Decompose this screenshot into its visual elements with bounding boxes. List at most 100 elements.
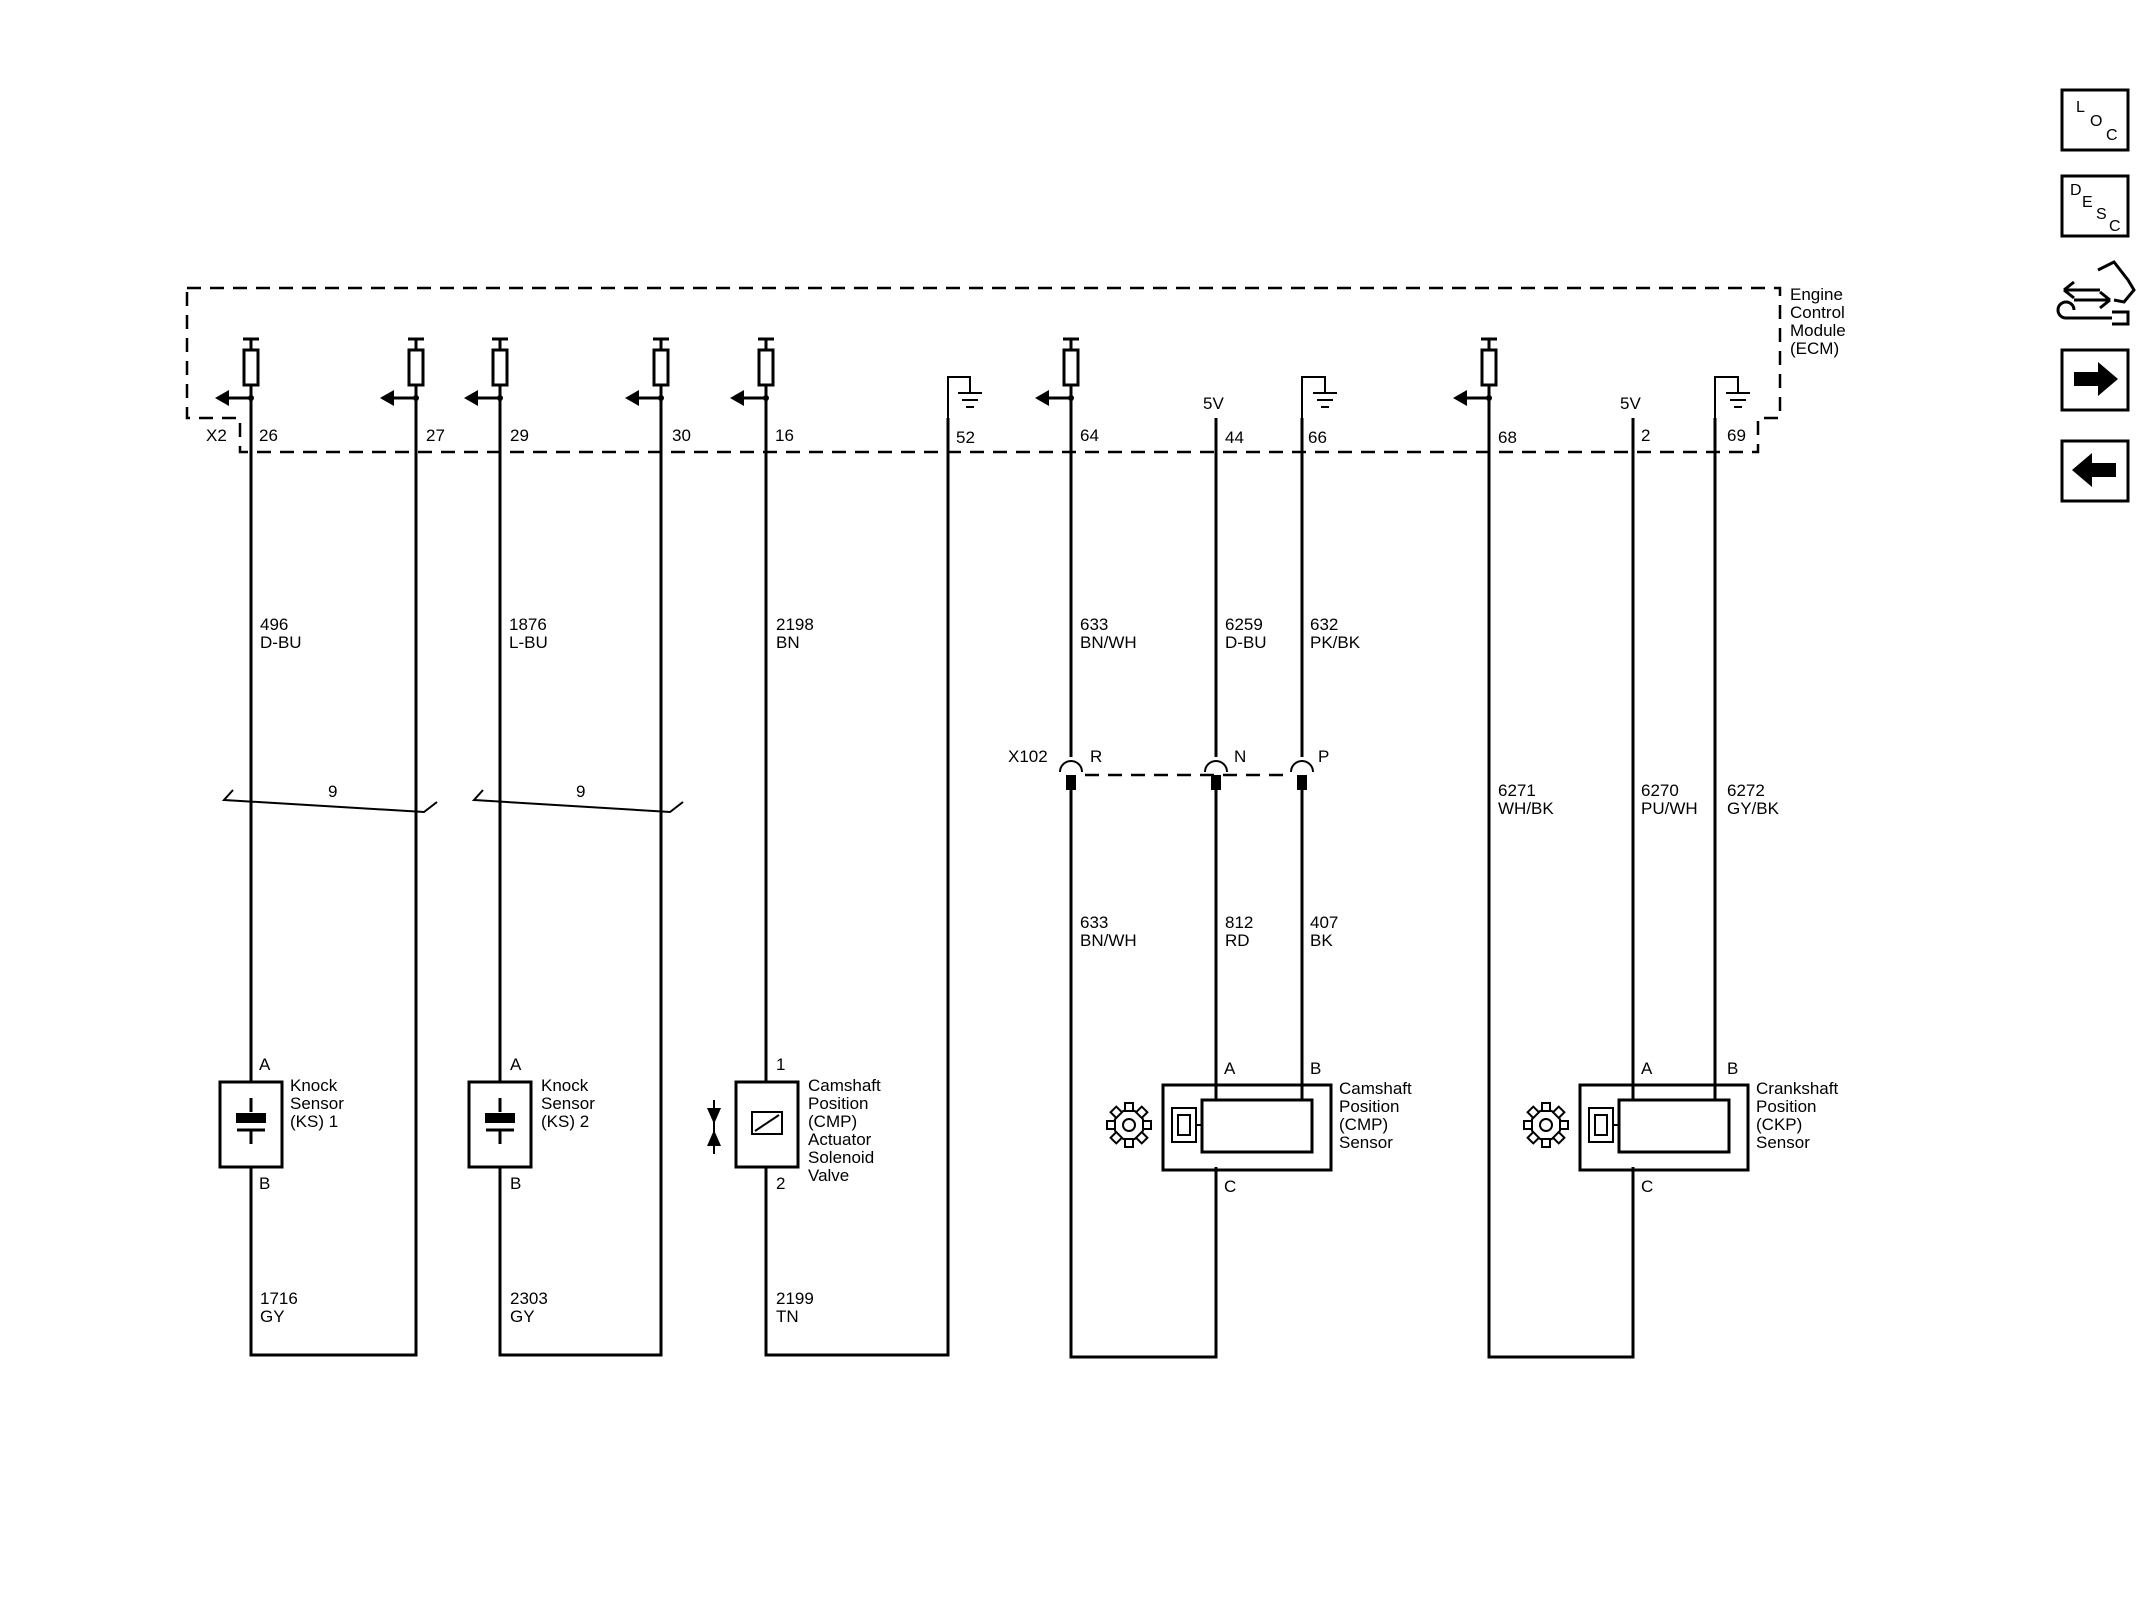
knock-sensor-1-label-2: Sensor bbox=[290, 1094, 344, 1113]
loc-letter-2: O bbox=[2090, 113, 2102, 130]
cmp-sensor-body bbox=[1161, 1083, 1333, 1172]
ckp-sensor-body bbox=[1578, 1083, 1750, 1172]
desc-letter-2: E bbox=[2082, 194, 2093, 211]
pullup-resistor-icon bbox=[730, 337, 775, 406]
gear-tooth bbox=[1551, 1130, 1566, 1145]
wire-44-top-circuit: 6259 bbox=[1225, 615, 1263, 634]
wire-2-color: PU/WH bbox=[1641, 799, 1698, 818]
wire-69-color: GY/BK bbox=[1727, 799, 1780, 818]
desc-letter-4: C bbox=[2109, 218, 2121, 235]
terminal-52: 52 bbox=[956, 428, 975, 447]
ckp-sensor-label-2: Position bbox=[1756, 1097, 1816, 1116]
twisted-pair-2 bbox=[471, 789, 684, 814]
twisted-pair-1-label: 9 bbox=[328, 782, 337, 801]
description-button[interactable]: D E S C bbox=[2060, 174, 2130, 238]
wire-64-top-color: BN/WH bbox=[1080, 633, 1137, 652]
cmp-sensor-pin-c: C bbox=[1224, 1177, 1236, 1196]
wire-69-circuit: 6272 bbox=[1727, 781, 1765, 800]
desc-letter-1: D bbox=[2070, 182, 2082, 199]
cmp-sensor-label-2: Position bbox=[1339, 1097, 1399, 1116]
cmp-actuator-pin-2: 2 bbox=[776, 1174, 785, 1193]
cmp-actuator-label-1: Camshaft bbox=[808, 1076, 881, 1095]
knock-sensor-1-body bbox=[218, 1080, 284, 1169]
cmp-sensor-label-1: Camshaft bbox=[1339, 1079, 1412, 1098]
ckp-sensor-pin-a: A bbox=[1641, 1059, 1653, 1078]
cmp-actuator-pin-1: 1 bbox=[776, 1055, 785, 1074]
arrow-right-icon bbox=[2074, 362, 2118, 396]
gear-tooth bbox=[1526, 1105, 1541, 1120]
wire-68-circuit: 6271 bbox=[1498, 781, 1536, 800]
wire-44-bottom-circuit: 812 bbox=[1225, 913, 1253, 932]
x102-pin-n: N bbox=[1234, 747, 1246, 766]
cmp-actuator-label-3: (CMP) bbox=[808, 1112, 857, 1131]
gear-tooth bbox=[1541, 1138, 1551, 1148]
twisted-pair-1 bbox=[221, 789, 438, 814]
cmp-sensor-label-4: Sensor bbox=[1339, 1133, 1393, 1152]
wire-27 bbox=[249, 398, 418, 1357]
gear-icon bbox=[1523, 1102, 1569, 1148]
x102-label: X102 bbox=[1008, 747, 1048, 766]
location-button[interactable]: L O C bbox=[2060, 88, 2130, 152]
cmp-actuator-label-2: Position bbox=[808, 1094, 868, 1113]
connector-wrench-icon bbox=[2056, 260, 2136, 326]
terminal-2: 2 bbox=[1641, 426, 1650, 445]
wire-66-top-circuit: 632 bbox=[1310, 615, 1338, 634]
terminal-29: 29 bbox=[510, 426, 529, 445]
x102-connector-icon bbox=[1059, 760, 1314, 790]
ecm-label-line-4: (ECM) bbox=[1790, 339, 1839, 358]
knock-sensor-2-label-1: Knock bbox=[541, 1076, 589, 1095]
gear-tooth bbox=[1541, 1102, 1551, 1112]
ckp-sensor-element bbox=[1617, 1098, 1731, 1154]
cmp-sensor-magnet-icon bbox=[1171, 1107, 1202, 1143]
pullup-resistor-icon bbox=[380, 337, 425, 406]
wire-64-bottom-color: BN/WH bbox=[1080, 931, 1137, 950]
cmp-actuator-label-5: Solenoid bbox=[808, 1148, 874, 1167]
gear-tooth bbox=[1124, 1102, 1134, 1112]
wire-68-color: WH/BK bbox=[1498, 799, 1554, 818]
ecm-label-line-3: Module bbox=[1790, 321, 1846, 340]
connector-name: X2 bbox=[206, 426, 227, 445]
knock-sensor-2-pin-b: B bbox=[510, 1174, 521, 1193]
knock-sensor-1-icon bbox=[236, 1098, 266, 1144]
gear-tooth bbox=[1559, 1120, 1569, 1130]
knock-sensor-1-pin-a: A bbox=[259, 1055, 271, 1074]
terminal-66: 66 bbox=[1308, 428, 1327, 447]
ckp-sensor-magnet-icon bbox=[1588, 1107, 1619, 1143]
cmp-actuator-label-6: Valve bbox=[808, 1166, 849, 1185]
gear-tooth bbox=[1551, 1105, 1566, 1120]
wire-16-circuit: 2198 bbox=[776, 615, 814, 634]
previous-button[interactable] bbox=[2060, 439, 2130, 503]
wire-2-circuit: 6270 bbox=[1641, 781, 1679, 800]
wire-64-bottom-circuit: 633 bbox=[1080, 913, 1108, 932]
pullup-resistor-icon bbox=[625, 337, 670, 406]
cmp-actuator-label-4: Actuator bbox=[808, 1130, 872, 1149]
wire-26-color: D-BU bbox=[260, 633, 302, 652]
loc-letter-1: L bbox=[2076, 99, 2085, 116]
x102-pin-r: R bbox=[1090, 747, 1102, 766]
gear-tooth bbox=[1523, 1120, 1533, 1130]
ecm-label: Engine Control Module (ECM) bbox=[1790, 285, 1846, 358]
wire-64-bottom bbox=[1069, 790, 1218, 1359]
knock-sensor-2-label-3: (KS) 2 bbox=[541, 1112, 589, 1131]
ckp-sensor-pin-b: B bbox=[1727, 1059, 1738, 1078]
cmp-sensor-label-3: (CMP) bbox=[1339, 1115, 1388, 1134]
gear-tooth bbox=[1134, 1130, 1149, 1145]
ground-icon-52 bbox=[947, 376, 982, 418]
ks1-bottom-circuit: 1716 bbox=[260, 1289, 298, 1308]
next-button[interactable] bbox=[2060, 348, 2130, 412]
ground-icon-69 bbox=[1714, 376, 1750, 418]
gear-tooth bbox=[1109, 1105, 1124, 1120]
wire-66-bottom-circuit: 407 bbox=[1310, 913, 1338, 932]
connector-wrench-button[interactable] bbox=[2056, 260, 2136, 326]
cmp-actuator-body bbox=[734, 1080, 800, 1169]
actuator-arrows-icon bbox=[707, 1100, 721, 1154]
wire-30 bbox=[498, 398, 663, 1357]
wire-66-top-color: PK/BK bbox=[1310, 633, 1361, 652]
cmp-sensor-pin-a: A bbox=[1224, 1059, 1236, 1078]
loc-letter-3: C bbox=[2106, 127, 2118, 144]
voltage-label-44: 5V bbox=[1203, 394, 1224, 413]
ckp-sensor-pin-c: C bbox=[1641, 1177, 1653, 1196]
arrow-left-icon bbox=[2072, 453, 2116, 487]
ecm-label-line-1: Engine bbox=[1790, 285, 1843, 304]
